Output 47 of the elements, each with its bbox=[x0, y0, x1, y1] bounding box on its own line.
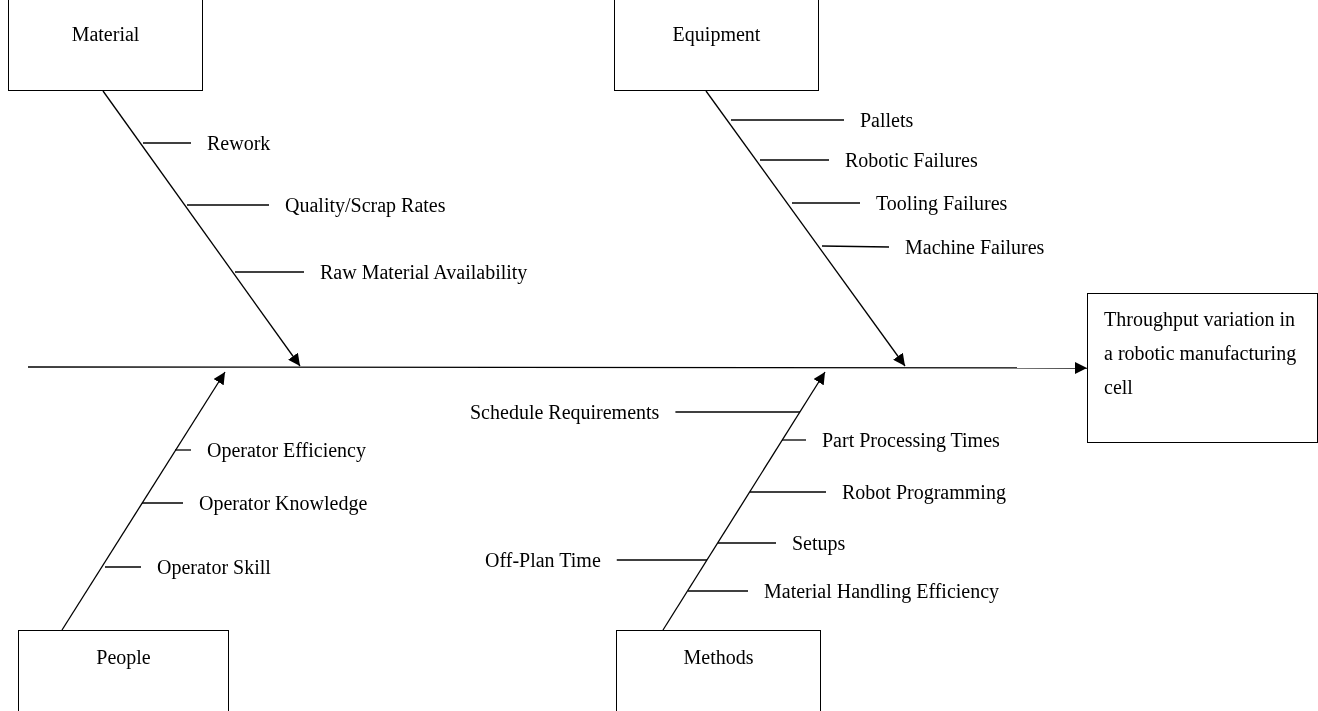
leader-line bbox=[174, 449, 192, 451]
category-box bbox=[18, 630, 229, 711]
cause-label: Robotic Failures bbox=[845, 148, 978, 172]
cause-label: Quality/Scrap Rates bbox=[285, 193, 446, 217]
leader-line bbox=[749, 491, 827, 493]
category-label: Methods bbox=[683, 645, 754, 669]
leader-line bbox=[717, 542, 777, 544]
cause-label: Material Handling Efficiency bbox=[764, 579, 1000, 603]
leader-line bbox=[759, 159, 830, 161]
cause-label: Pallets bbox=[860, 108, 914, 132]
leader-line bbox=[781, 439, 807, 441]
cause-label: Machine Failures bbox=[905, 235, 1045, 259]
cause-label: Robot Programming bbox=[842, 480, 1006, 504]
leader-line bbox=[687, 590, 749, 592]
category-label: Equipment bbox=[672, 22, 761, 46]
spine-arrow bbox=[27, 362, 1088, 374]
cause-label: Operator Skill bbox=[157, 555, 271, 579]
category-box bbox=[8, 0, 203, 91]
leader-line bbox=[234, 271, 305, 273]
cause-label: Operator Efficiency bbox=[207, 438, 366, 462]
cause-label: Setups bbox=[792, 531, 846, 555]
leader-line bbox=[142, 142, 192, 144]
category-box bbox=[614, 0, 819, 91]
cause-label: Rework bbox=[207, 131, 271, 155]
leader-line bbox=[616, 559, 708, 561]
leader-line bbox=[141, 502, 184, 504]
category-label: People bbox=[96, 645, 151, 669]
leader-line bbox=[104, 566, 142, 568]
effect-label: Throughput variation in a robotic manufacturing cell bbox=[1103, 307, 1298, 400]
leader-line bbox=[791, 202, 861, 204]
bone-arrow bbox=[102, 90, 301, 367]
cause-label: Off-Plan Time bbox=[485, 548, 601, 572]
cause-label: Part Processing Times bbox=[822, 428, 1000, 452]
category-label: Material bbox=[71, 22, 140, 46]
cause-label: Tooling Failures bbox=[876, 191, 1008, 215]
bone-arrow bbox=[662, 371, 826, 631]
bone-arrow bbox=[61, 371, 226, 631]
bone-arrow bbox=[705, 90, 906, 367]
leader-line bbox=[730, 119, 845, 121]
effect-box bbox=[1087, 293, 1318, 443]
cause-label: Raw Material Availability bbox=[320, 260, 528, 284]
cause-label: Operator Knowledge bbox=[199, 491, 368, 515]
category-box bbox=[616, 630, 821, 711]
leader-line bbox=[821, 245, 890, 248]
cause-label: Schedule Requirements bbox=[470, 400, 660, 424]
leader-line bbox=[674, 411, 801, 413]
leader-line bbox=[186, 204, 270, 206]
